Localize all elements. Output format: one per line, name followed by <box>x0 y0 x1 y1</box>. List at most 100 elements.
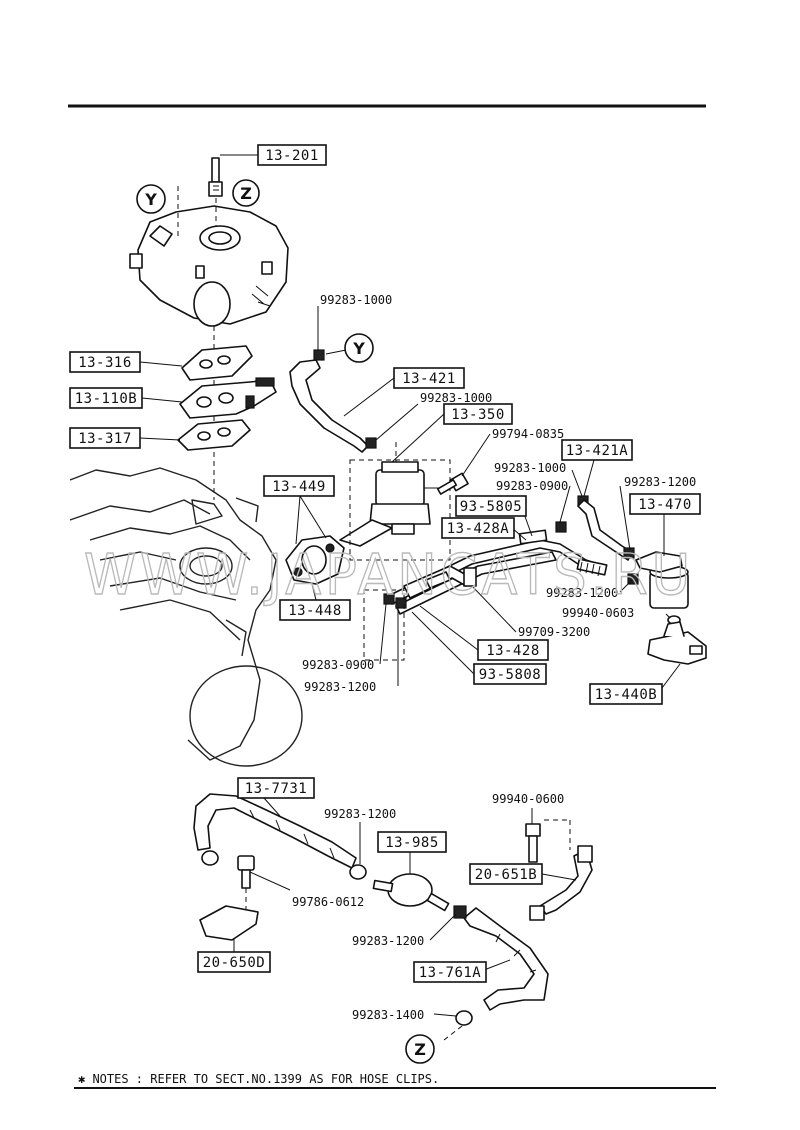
lower-clips-b-drawing <box>453 905 545 1026</box>
leader-99709-3200 <box>471 585 517 633</box>
filter-bracket-drawing <box>647 621 707 665</box>
pipe-20-651b-drawing <box>539 845 593 915</box>
label-13-470: 13-470 <box>629 493 701 515</box>
hose-clip-note: ✱ NOTES : REFER TO SECT.NO.1399 AS FOR H… <box>78 1072 439 1086</box>
pipe-dashed-frame <box>363 589 405 661</box>
label-99283-1200-left: 99283-1200 <box>304 680 376 694</box>
fuel-pump-drawing <box>339 461 440 547</box>
leader-13-421a <box>583 459 595 497</box>
svg-text:13-449: 13-449 <box>272 479 326 495</box>
svg-text:13-470: 13-470 <box>638 497 692 513</box>
label-99283-1200-bottom2: 99283-1200 <box>352 934 424 948</box>
label-99786-0612: 99786-0612 <box>292 895 364 909</box>
label-99283-1000-top: 99283-1000 <box>320 293 392 307</box>
label-13-985: 13-985 <box>377 831 447 853</box>
label-99940-0600: 99940-0600 <box>492 792 564 806</box>
label-13-7731: 13-7731 <box>237 777 315 799</box>
svg-text:93-5805: 93-5805 <box>460 499 523 515</box>
leader-99283-0900-left <box>379 603 387 665</box>
bracket-bolt-drawing <box>237 855 255 889</box>
leader-99283-1200-bottom2 <box>429 913 457 941</box>
leader-99940-0603 <box>665 613 671 619</box>
hose-clip-421a-drawing <box>623 547 635 559</box>
leader-99283-1400 <box>433 1013 457 1017</box>
ref-z-bottom: Z <box>405 1034 435 1064</box>
svg-text:13-428A: 13-428A <box>447 521 510 537</box>
svg-text:13-428: 13-428 <box>486 643 540 659</box>
label-13-350: 13-350 <box>443 403 513 425</box>
label-13-317: 13-317 <box>69 427 141 449</box>
leader-20-651b <box>541 873 577 881</box>
label-20-651b: 20-651B <box>469 863 543 885</box>
leader-y-mid <box>325 349 347 355</box>
svg-text:13-350: 13-350 <box>451 407 505 423</box>
label-13-449: 13-449 <box>263 475 335 497</box>
watermark: WWW.JAPANCATS.RU <box>84 543 694 608</box>
pump-insulator-drawing <box>285 535 345 585</box>
svg-text:Y: Y <box>144 190 157 209</box>
pump-bolt-drawing <box>436 472 469 495</box>
label-99283-0900-right: 99283-0900 <box>496 479 568 493</box>
bolt-99940-0600-drawing <box>525 823 541 863</box>
leader-13-428 <box>419 605 479 651</box>
label-99283-1000-mid: 99283-1000 <box>420 391 492 405</box>
label-13-440b: 13-440B <box>589 683 663 705</box>
svg-text:13-316: 13-316 <box>78 355 132 371</box>
leader-99283-1200-right2 <box>619 579 633 593</box>
leader-99283-1200-right <box>619 485 631 551</box>
leader-99283-1000-mid <box>375 403 419 441</box>
label-13-448: 13-448 <box>279 599 351 621</box>
lower-clips-a-drawing <box>201 850 367 880</box>
engine-block-drawing <box>69 467 303 767</box>
leader-13-350 <box>391 413 445 463</box>
svg-text:Z: Z <box>240 184 252 203</box>
svg-text:13-985: 13-985 <box>385 835 439 851</box>
label-13-316: 13-316 <box>69 351 141 373</box>
svg-text:13-7731: 13-7731 <box>245 781 308 797</box>
lower-hose-texture-a <box>249 809 335 859</box>
fuel-filter-drawing <box>627 551 689 625</box>
leader-13-7731 <box>263 797 281 817</box>
leader-99794-0835 <box>461 433 491 477</box>
svg-text:13-110B: 13-110B <box>75 391 138 407</box>
ref-z-top: Z <box>232 179 260 207</box>
stud-bolt-drawing <box>208 157 223 197</box>
fuel-pipes-drawing <box>387 539 605 615</box>
svg-text:13-761A: 13-761A <box>419 965 482 981</box>
leader-13-110b <box>141 397 183 403</box>
ref-y-mid: Y <box>344 333 374 363</box>
leader-13-449-a <box>295 495 301 545</box>
leader-13-440b <box>661 663 681 689</box>
label-99940-0603: 99940-0603 <box>562 606 634 620</box>
svg-text:20-651B: 20-651B <box>475 867 538 883</box>
hose-clip-top-drawing <box>313 349 377 449</box>
leader-99283-0900-right <box>559 485 571 523</box>
label-13-421a: 13-421A <box>561 439 633 461</box>
axis-z-bottom <box>443 1025 463 1041</box>
insulator-110b-drawing <box>179 377 277 419</box>
label-13-428a: 13-428A <box>441 517 515 539</box>
lower-hose-texture-b <box>495 933 537 973</box>
leader-13-761a <box>483 959 511 971</box>
svg-text:13-440B: 13-440B <box>595 687 658 703</box>
svg-text:13-421A: 13-421A <box>566 443 629 459</box>
label-99283-1200-right2: 99283-1200 <box>546 586 618 600</box>
leader-99283-1000-right <box>571 469 583 497</box>
svg-text:Y: Y <box>352 339 365 358</box>
intake-gasket-317-drawing <box>177 419 251 451</box>
svg-text:13-201: 13-201 <box>265 148 319 164</box>
label-99283-0900-left: 99283-0900 <box>302 658 374 672</box>
label-99283-1200-bottom: 99283-1200 <box>324 807 396 821</box>
svg-text:13-317: 13-317 <box>78 431 132 447</box>
label-99283-1000-right: 99283-1000 <box>494 461 566 475</box>
bracket-20-650d-drawing <box>199 905 259 941</box>
connector-hoses-drawing <box>518 529 608 577</box>
label-13-761a: 13-761A <box>413 961 487 983</box>
label-93-5805: 93-5805 <box>455 495 527 517</box>
label-13-428: 13-428 <box>477 639 549 661</box>
vent-hose-13-7731-drawing <box>193 793 357 869</box>
label-99794-0835: 99794-0835 <box>492 427 564 441</box>
leader-13-448 <box>311 583 317 601</box>
label-13-201: 13-201 <box>257 144 327 166</box>
